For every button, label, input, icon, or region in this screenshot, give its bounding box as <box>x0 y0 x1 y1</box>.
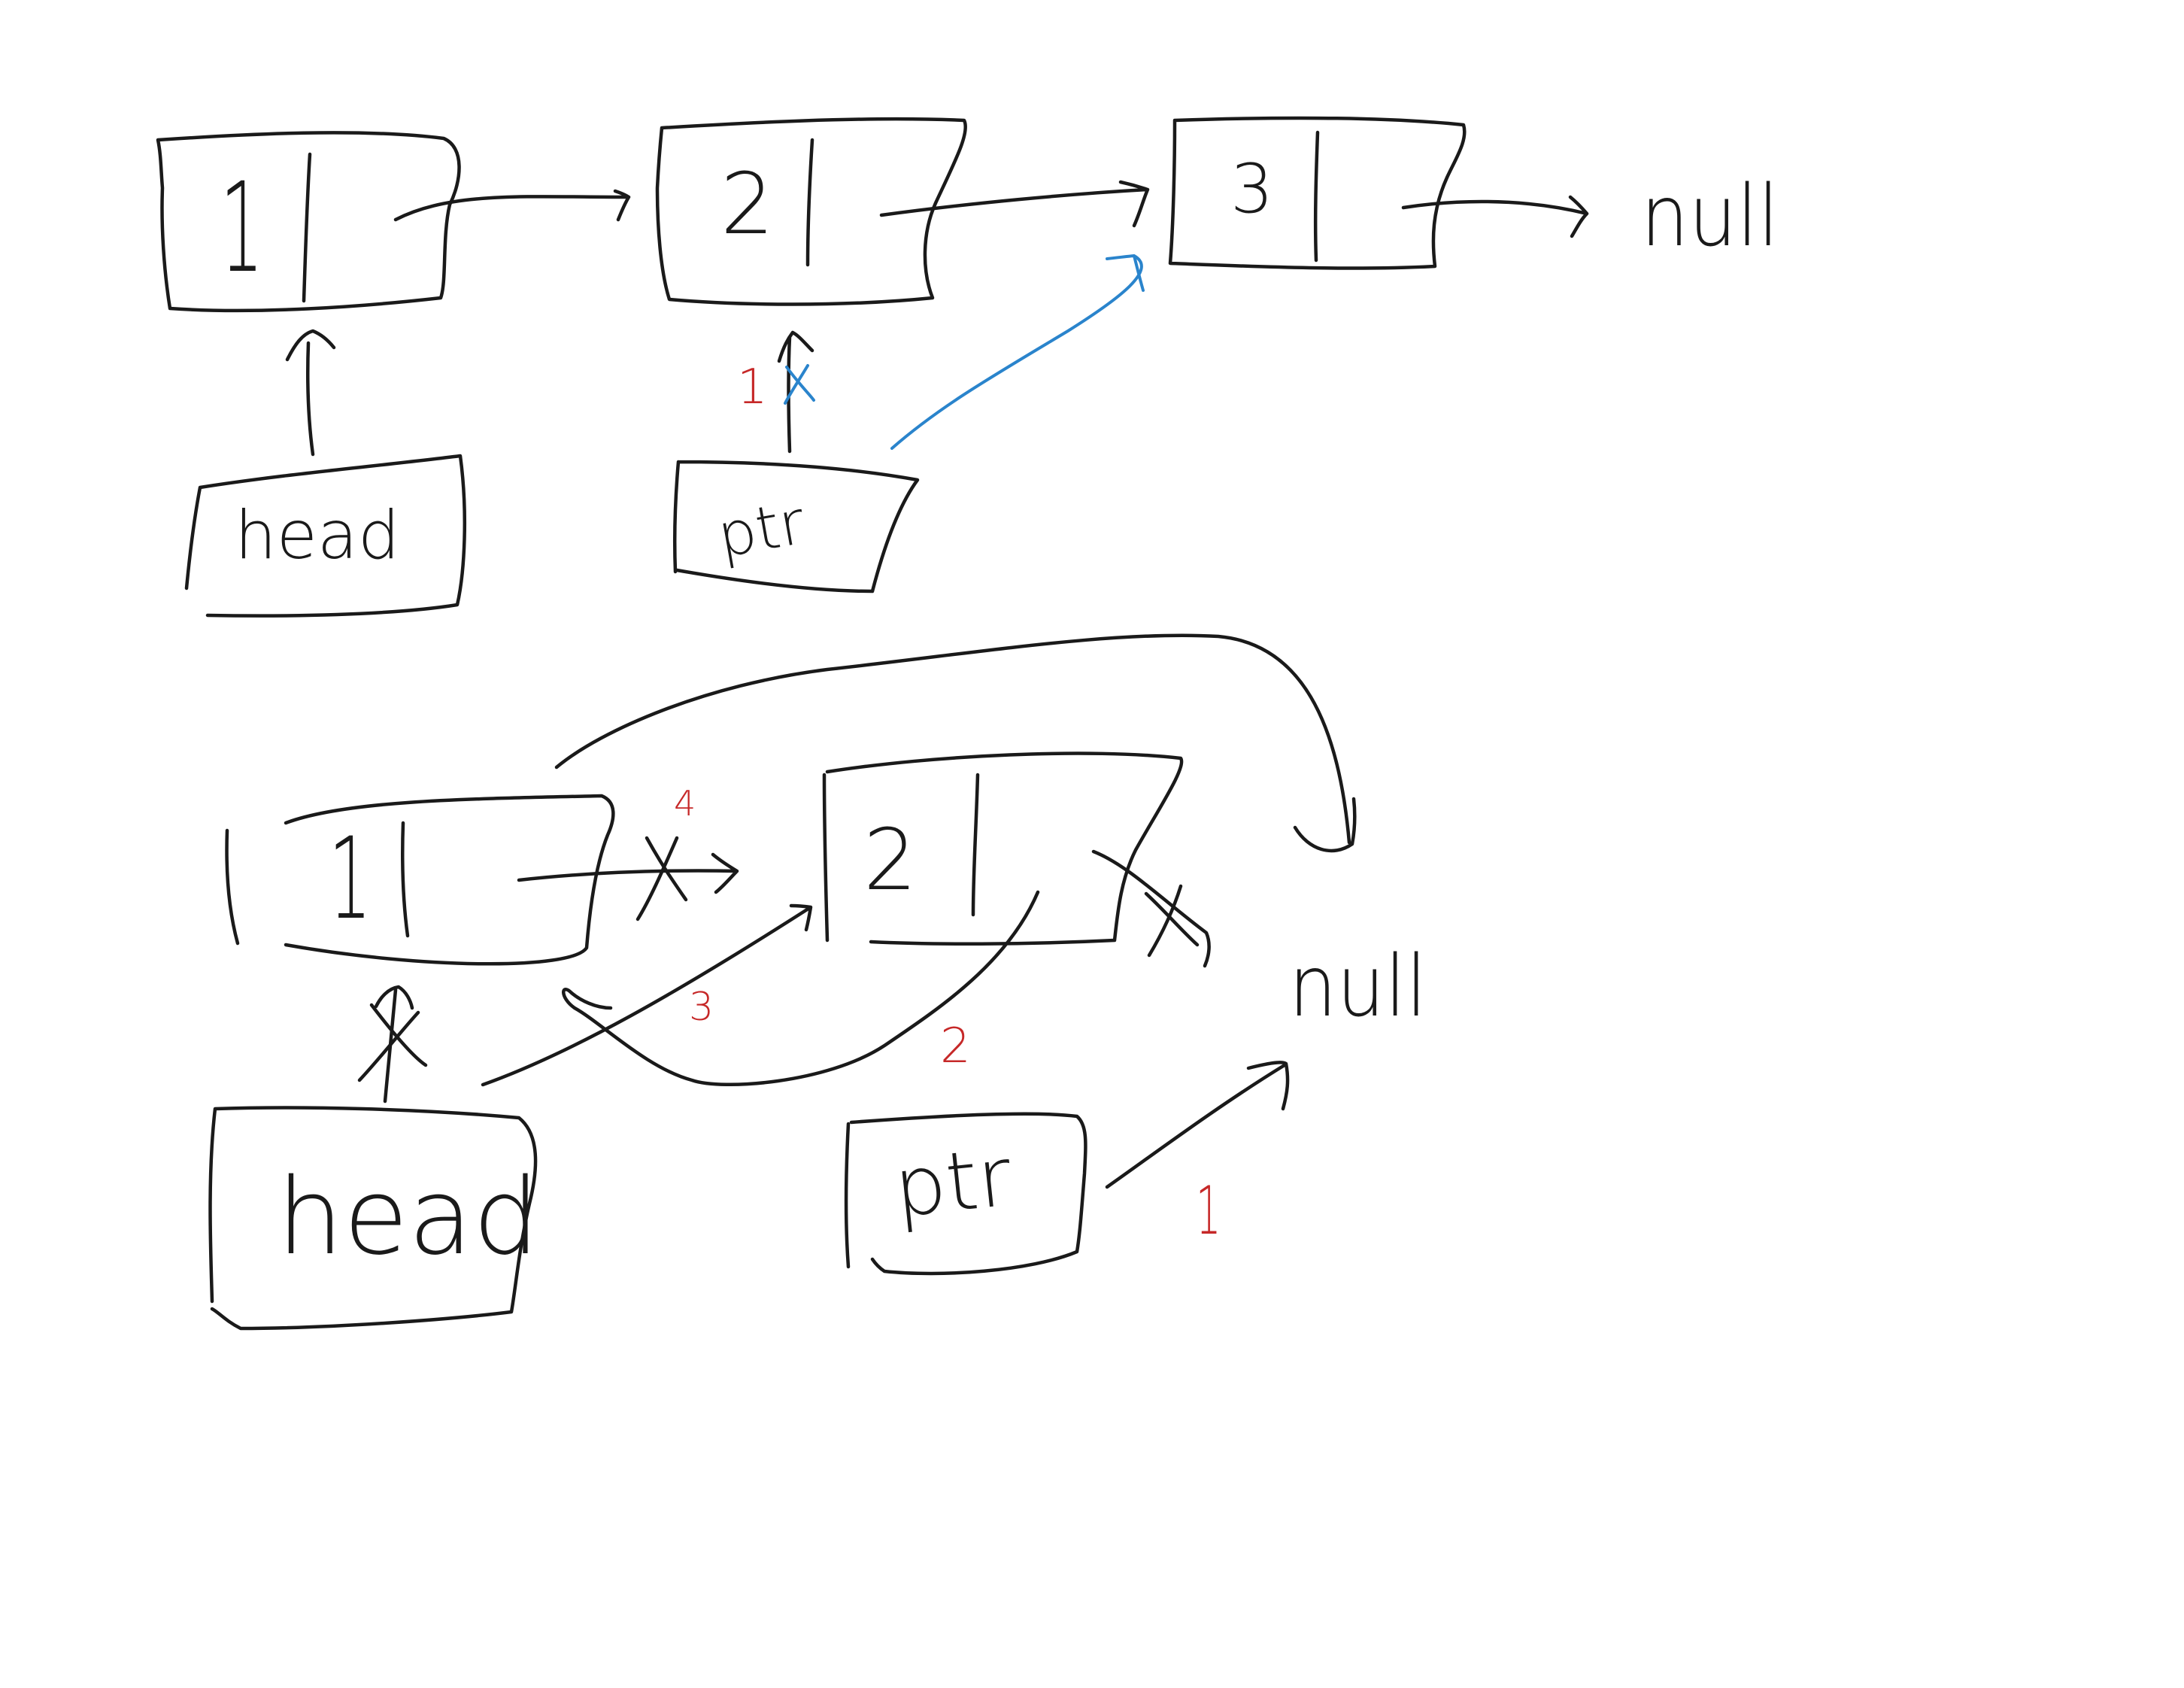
bottom-old-head-arrow <box>374 985 414 1104</box>
bottom-node-2-box <box>825 751 1184 946</box>
top-ptr-box: ptr <box>672 460 920 594</box>
bottom-ptr-box: ptr <box>844 1112 1087 1276</box>
top-step-mark: 1 <box>737 360 768 415</box>
top-node-3-value: 3 <box>1230 150 1273 229</box>
bottom-node-1: 1 <box>225 794 615 966</box>
top-ptr-new-arrow <box>890 254 1145 450</box>
top-ptr-label: ptr <box>712 487 810 572</box>
bottom-old-arrow-2-cross <box>1144 884 1200 958</box>
top-ptr-arrow-cross <box>784 364 815 405</box>
top-node-3: 3 <box>1168 116 1467 270</box>
top-ptr-arrow <box>777 330 814 454</box>
top-head-box: head <box>184 454 467 618</box>
top-node-1-box <box>156 131 461 313</box>
top-arrow-1-to-2 <box>393 189 631 222</box>
bottom-head-box: head <box>208 1106 540 1331</box>
bottom-node-1-box <box>284 794 615 966</box>
bottom-ptr-label: ptr <box>890 1130 1016 1236</box>
bottom-node-1-left-edge <box>225 828 240 946</box>
bottom-old-arrow-2-to-null <box>1091 849 1211 968</box>
bottom-head-box-outline <box>208 1106 538 1331</box>
top-node-1: 1 <box>156 131 461 313</box>
bottom-new-arrow-2-to-1 <box>562 890 1040 1086</box>
bottom-head-label: head <box>277 1156 540 1279</box>
bottom-step-mark-3: 3 <box>689 985 714 1030</box>
bottom-old-head-arrow-cross <box>357 1003 428 1082</box>
top-node-2-box <box>655 117 968 306</box>
top-node-3-divider <box>1313 130 1320 263</box>
top-null-label: null <box>1641 168 1779 266</box>
top-node-2: 2 <box>655 117 968 306</box>
top-ptr-box-outline <box>672 460 920 594</box>
top-arrow-2-to-3 <box>879 180 1150 228</box>
bottom-arc-arrow <box>554 633 1357 853</box>
bottom-node-1-value: 1 <box>329 814 372 946</box>
bottom-ptr-box-outline <box>844 1112 1087 1276</box>
top-node-1-divider <box>302 152 312 303</box>
bottom-node-2-value: 2 <box>863 812 917 909</box>
top-arrow-3-to-null <box>1401 195 1589 238</box>
top-node-2-divider <box>805 138 814 267</box>
top-node-3-box <box>1168 116 1467 270</box>
bottom-step-mark-1: 1 <box>1196 1173 1221 1250</box>
bottom-null-label: null <box>1289 938 1427 1036</box>
bottom-step-mark-2: 2 <box>940 1019 971 1074</box>
top-head-arrow <box>285 329 336 457</box>
top-node-1-value: 1 <box>220 156 264 301</box>
top-head-box-outline <box>184 454 467 618</box>
bottom-ptr-to-null-arrow <box>1105 1061 1290 1189</box>
bottom-node-2-left-edge <box>822 773 830 943</box>
bottom-node-1-divider <box>401 821 410 938</box>
bottom-diagram: 1 2 4 null 2 3 head <box>208 633 1427 1331</box>
top-head-label: head <box>235 496 400 574</box>
bottom-old-arrow-1-to-2 <box>517 852 739 894</box>
bottom-node-2: 2 <box>822 751 1184 946</box>
bottom-old-arrow-cross <box>635 836 688 921</box>
top-node-2-value: 2 <box>720 156 774 254</box>
top-diagram: 1 2 3 null head 1 ptr <box>156 116 1779 618</box>
bottom-node-2-divider <box>971 773 980 917</box>
bottom-new-arrow-head-to-2 <box>481 903 813 1087</box>
bottom-step-mark-4: 4 <box>674 783 696 824</box>
